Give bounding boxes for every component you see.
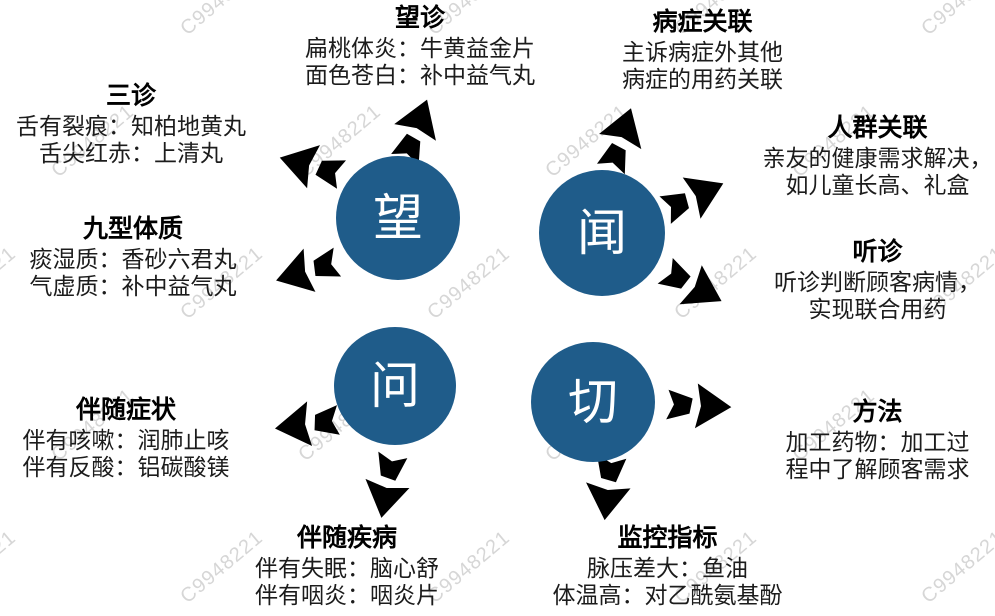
arrow-qie-down-icon — [577, 452, 640, 523]
watermark-text: C9948221 — [0, 526, 21, 608]
label-fangfa-line2: 程中了解顾客需求 — [785, 456, 970, 482]
label-bansui-jibing: 伴随疾病 伴有失眠：脑心舒 伴有咽炎：咽炎片 — [232, 524, 462, 609]
label-wangzhen-line1: 扁桃体炎：牛黄益金片 — [305, 35, 535, 61]
label-jiuxing-tizhi: 九型体质 痰湿质：香砂六君丸 气虚质：补中益气丸 — [0, 215, 266, 300]
label-tingzhen-line2: 实现联合用药 — [808, 296, 947, 322]
circle-qie-char: 切 — [568, 374, 618, 430]
label-bansui-jibing-title: 伴随疾病 — [296, 524, 397, 552]
arrow-wen-downright-icon — [651, 246, 736, 326]
label-bansui-jibing-line2: 伴有咽炎：咽炎片 — [255, 582, 439, 608]
label-bingzheng-guanlian-line1: 主诉病症外其他 — [622, 39, 783, 65]
label-bingzheng-guanlian-line2: 病症的用药关联 — [622, 66, 783, 92]
label-jiankong-zhibiao: 监控指标 脉压差大：鱼油 体温高：对乙酰氨基酚 — [540, 524, 795, 609]
label-sanzhen-title: 三诊 — [105, 82, 156, 110]
arrow-wang-downleft-icon — [267, 235, 346, 308]
label-renqun-guanlian-title: 人群关联 — [827, 114, 928, 142]
label-wangzhen: 望诊 扁桃体炎：牛黄益金片 面色苍白：补中益气丸 — [285, 4, 555, 89]
label-sanzhen: 三诊 舌有裂痕：知柏地黄丸 舌尖红赤：上清丸 — [0, 82, 262, 167]
circle-wen-char: 闻 — [577, 205, 627, 261]
label-fangfa-title: 方法 — [852, 398, 903, 426]
label-renqun-guanlian-line1: 亲友的健康需求解决， — [762, 145, 993, 171]
label-bansui-zhengzhuang-title: 伴随症状 — [75, 396, 176, 424]
label-tingzhen-line1: 听诊判断顾客病情， — [774, 269, 981, 295]
arrow-qie-right-icon — [665, 377, 733, 435]
arrow-wang-upleft-icon — [272, 130, 350, 201]
arrow-ask-down-icon — [354, 449, 421, 524]
label-sanzhen-line2: 舌尖红赤：上清丸 — [39, 140, 223, 166]
watermark-text: C9948221 — [917, 0, 995, 41]
label-renqun-guanlian: 人群关联 亲友的健康需求解决， 如儿童长高、礼盒 — [760, 114, 995, 199]
label-bingzheng-guanlian: 病症关联 主诉病症外其他 病症的用药关联 — [595, 8, 810, 93]
circle-wen: 闻 — [539, 170, 665, 296]
label-bansui-zhengzhuang-line2: 伴有反酸：铝碳酸镁 — [22, 454, 230, 480]
label-tingzhen: 听诊 听诊判断顾客病情， 实现联合用药 — [760, 238, 995, 323]
circle-wang: 望 — [336, 156, 460, 280]
circle-ask: 问 — [334, 327, 456, 445]
watermark-text: C9948221 — [917, 526, 995, 608]
label-bingzheng-guanlian-title: 病症关联 — [652, 8, 753, 36]
label-tingzhen-title: 听诊 — [852, 238, 903, 266]
label-bansui-zhengzhuang: 伴随症状 伴有咳嗽：润肺止咳 伴有反酸：铝碳酸镁 — [0, 396, 252, 481]
label-jiuxing-tizhi-line2: 气虚质：补中益气丸 — [29, 273, 237, 299]
label-jiuxing-tizhi-title: 九型体质 — [82, 215, 183, 243]
label-renqun-guanlian-line2: 如儿童长高、礼盒 — [785, 172, 970, 198]
arrow-wen-up-icon — [584, 99, 658, 179]
circle-qie: 切 — [531, 342, 655, 462]
label-bansui-zhengzhuang-line1: 伴有咳嗽：润肺止咳 — [22, 427, 230, 453]
label-jiankong-zhibiao-line2: 体温高：对乙酰氨基酚 — [552, 582, 783, 608]
label-wangzhen-title: 望诊 — [394, 4, 445, 32]
label-fangfa: 方法 加工药物：加工过 程中了解顾客需求 — [760, 398, 995, 483]
watermark-text: C9948221 — [0, 0, 21, 41]
label-bansui-jibing-line1: 伴有失眠：脑心舒 — [255, 555, 439, 581]
arrow-ask-left-icon — [270, 392, 343, 457]
label-jiuxing-tizhi-line1: 痰湿质：香砂六君丸 — [29, 246, 237, 272]
watermark-text: C9948221 — [176, 0, 268, 41]
label-fangfa-line1: 加工药物：加工过 — [785, 429, 970, 455]
circle-wang-char: 望 — [373, 190, 423, 246]
label-sanzhen-line1: 舌有裂痕：知柏地黄丸 — [16, 113, 246, 139]
circle-ask-char: 问 — [370, 358, 420, 414]
label-wangzhen-line2: 面色苍白：补中益气丸 — [305, 62, 535, 88]
label-jiankong-zhibiao-title: 监控指标 — [617, 524, 718, 552]
label-jiankong-zhibiao-line1: 脉压差大：鱼油 — [587, 555, 748, 581]
arrow-wen-upright-icon — [652, 158, 735, 237]
